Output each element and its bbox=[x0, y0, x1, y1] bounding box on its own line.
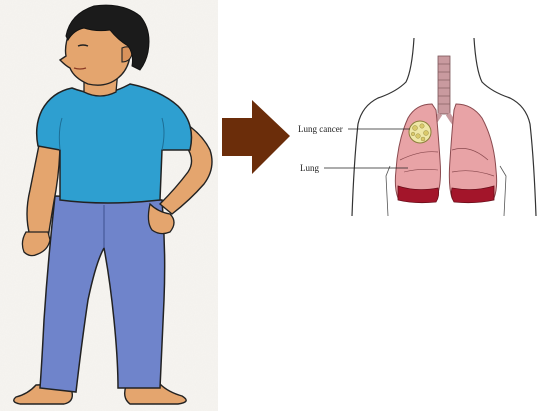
lung-label: Lung bbox=[300, 163, 319, 173]
torso-lung-diagram: Lung cancer Lung bbox=[298, 38, 536, 216]
lung-cancer-label: Lung cancer bbox=[298, 124, 343, 134]
tumor bbox=[409, 121, 431, 143]
right-lung bbox=[449, 104, 496, 198]
right-arrow-icon bbox=[222, 100, 290, 174]
left-lung bbox=[395, 104, 440, 198]
rib-mark-right bbox=[500, 166, 506, 216]
rib-mark-left bbox=[386, 166, 390, 216]
man-illustration bbox=[0, 0, 218, 411]
